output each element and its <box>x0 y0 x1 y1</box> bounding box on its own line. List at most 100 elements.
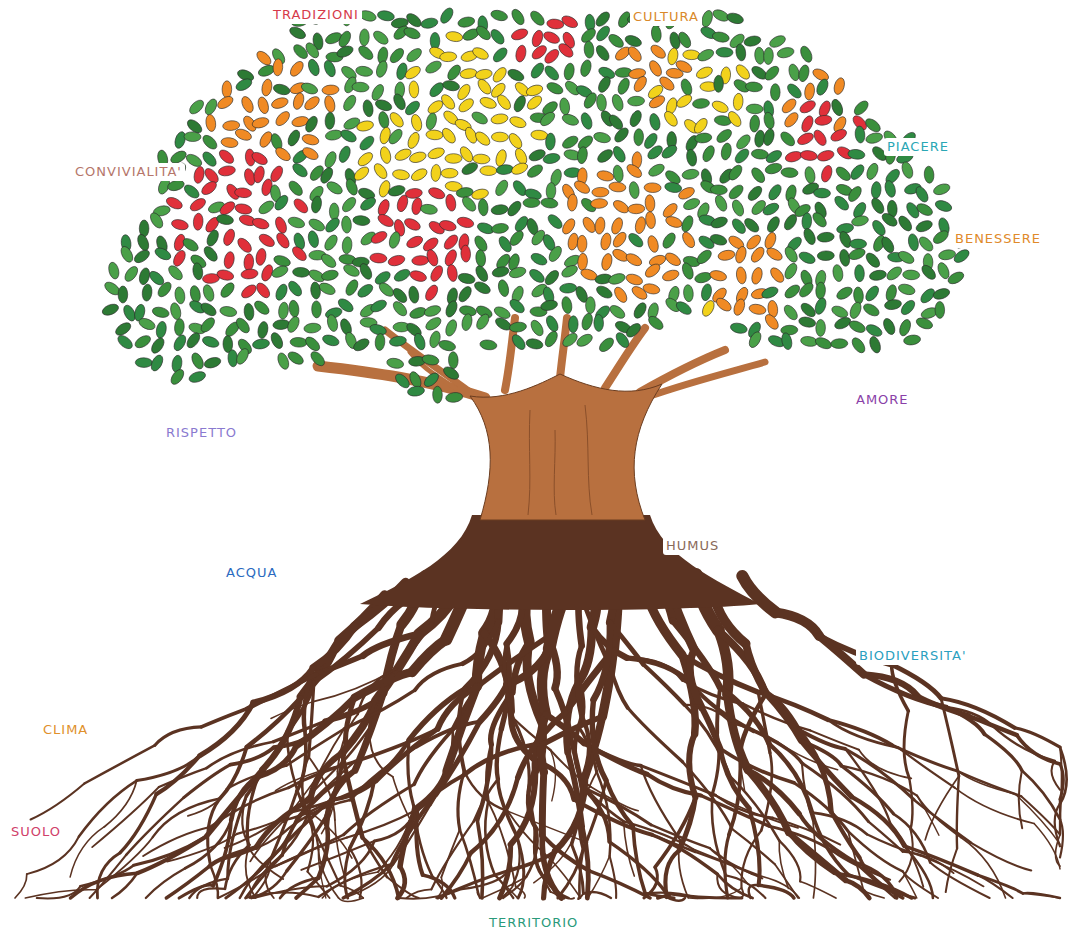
root <box>317 729 345 778</box>
concept-label: CLIMA <box>40 721 91 739</box>
leaf <box>799 301 818 320</box>
leaf <box>674 92 693 110</box>
root <box>15 874 27 898</box>
root <box>339 728 370 766</box>
leaf <box>234 202 253 215</box>
root <box>478 893 480 898</box>
leaf <box>797 64 810 83</box>
leaf <box>405 234 424 250</box>
leaf <box>897 282 916 296</box>
leaf <box>425 248 440 267</box>
leaf <box>358 262 374 282</box>
leaf <box>438 339 457 353</box>
leaf <box>457 96 476 114</box>
root <box>159 768 207 787</box>
leaf <box>586 297 596 314</box>
leaf <box>935 301 945 318</box>
root <box>748 770 799 814</box>
leaf <box>251 216 270 230</box>
leaf <box>475 77 493 96</box>
concept-label: BENESSERE <box>952 230 1044 248</box>
leaf <box>624 321 643 340</box>
leaf <box>165 195 184 211</box>
leaf <box>431 164 442 182</box>
root <box>730 776 779 841</box>
branch <box>605 328 645 388</box>
leaf <box>174 286 186 304</box>
leaf <box>187 98 206 117</box>
root <box>610 856 617 898</box>
leaf <box>491 132 508 142</box>
leaf <box>302 94 321 112</box>
leaf <box>664 215 683 230</box>
leaf <box>490 113 508 125</box>
leaf <box>730 198 746 217</box>
leaf <box>695 65 714 81</box>
leaf <box>169 302 182 321</box>
root <box>732 829 775 865</box>
leaf <box>696 47 715 63</box>
leaf <box>270 264 289 280</box>
leaf <box>460 160 480 177</box>
leaf <box>559 97 571 115</box>
root <box>393 624 432 675</box>
leaf <box>643 262 662 280</box>
root <box>779 841 800 882</box>
leaf <box>647 93 667 110</box>
leaf <box>491 265 510 278</box>
leaf <box>864 251 883 270</box>
leaf <box>763 312 781 331</box>
leaf <box>797 280 816 299</box>
leaf <box>679 78 694 97</box>
leaf <box>760 285 779 300</box>
root <box>283 778 316 823</box>
root <box>558 849 583 898</box>
leaf <box>676 30 693 50</box>
root <box>502 885 513 898</box>
leaf <box>216 213 234 225</box>
leaf <box>184 132 201 142</box>
leaf <box>405 188 423 200</box>
leaf <box>764 162 783 176</box>
root <box>740 694 766 755</box>
leaf <box>546 182 556 199</box>
concept-label: BIODIVERSITA' <box>856 647 969 665</box>
leaf <box>749 166 767 185</box>
leaf <box>509 321 527 333</box>
root <box>800 882 836 899</box>
leaf <box>199 301 218 319</box>
leaf <box>132 248 151 266</box>
leaf <box>278 302 290 320</box>
leaf <box>525 162 544 179</box>
leaf <box>727 183 746 202</box>
root <box>551 892 575 899</box>
leaf <box>252 299 271 317</box>
root <box>892 665 909 711</box>
root <box>246 845 256 898</box>
root <box>237 812 292 834</box>
leaf <box>234 76 254 92</box>
leaf <box>497 279 510 298</box>
leaf <box>456 216 475 230</box>
leaf <box>473 264 490 284</box>
leaf <box>561 296 573 314</box>
leaf <box>118 286 128 303</box>
leaf <box>287 179 305 198</box>
root <box>146 868 185 898</box>
root <box>957 776 959 848</box>
leaf <box>614 330 632 349</box>
leaf <box>222 81 232 98</box>
leaf <box>782 303 800 322</box>
root <box>25 890 96 898</box>
leaf <box>321 333 340 348</box>
root <box>921 856 984 887</box>
leaf <box>325 179 345 196</box>
leaf <box>734 132 753 151</box>
leaf <box>832 77 846 96</box>
leaf <box>444 299 459 318</box>
leaf <box>341 93 358 113</box>
leaf <box>776 46 795 59</box>
leaf <box>170 218 189 231</box>
leaf <box>852 98 871 117</box>
leaf <box>701 144 717 163</box>
